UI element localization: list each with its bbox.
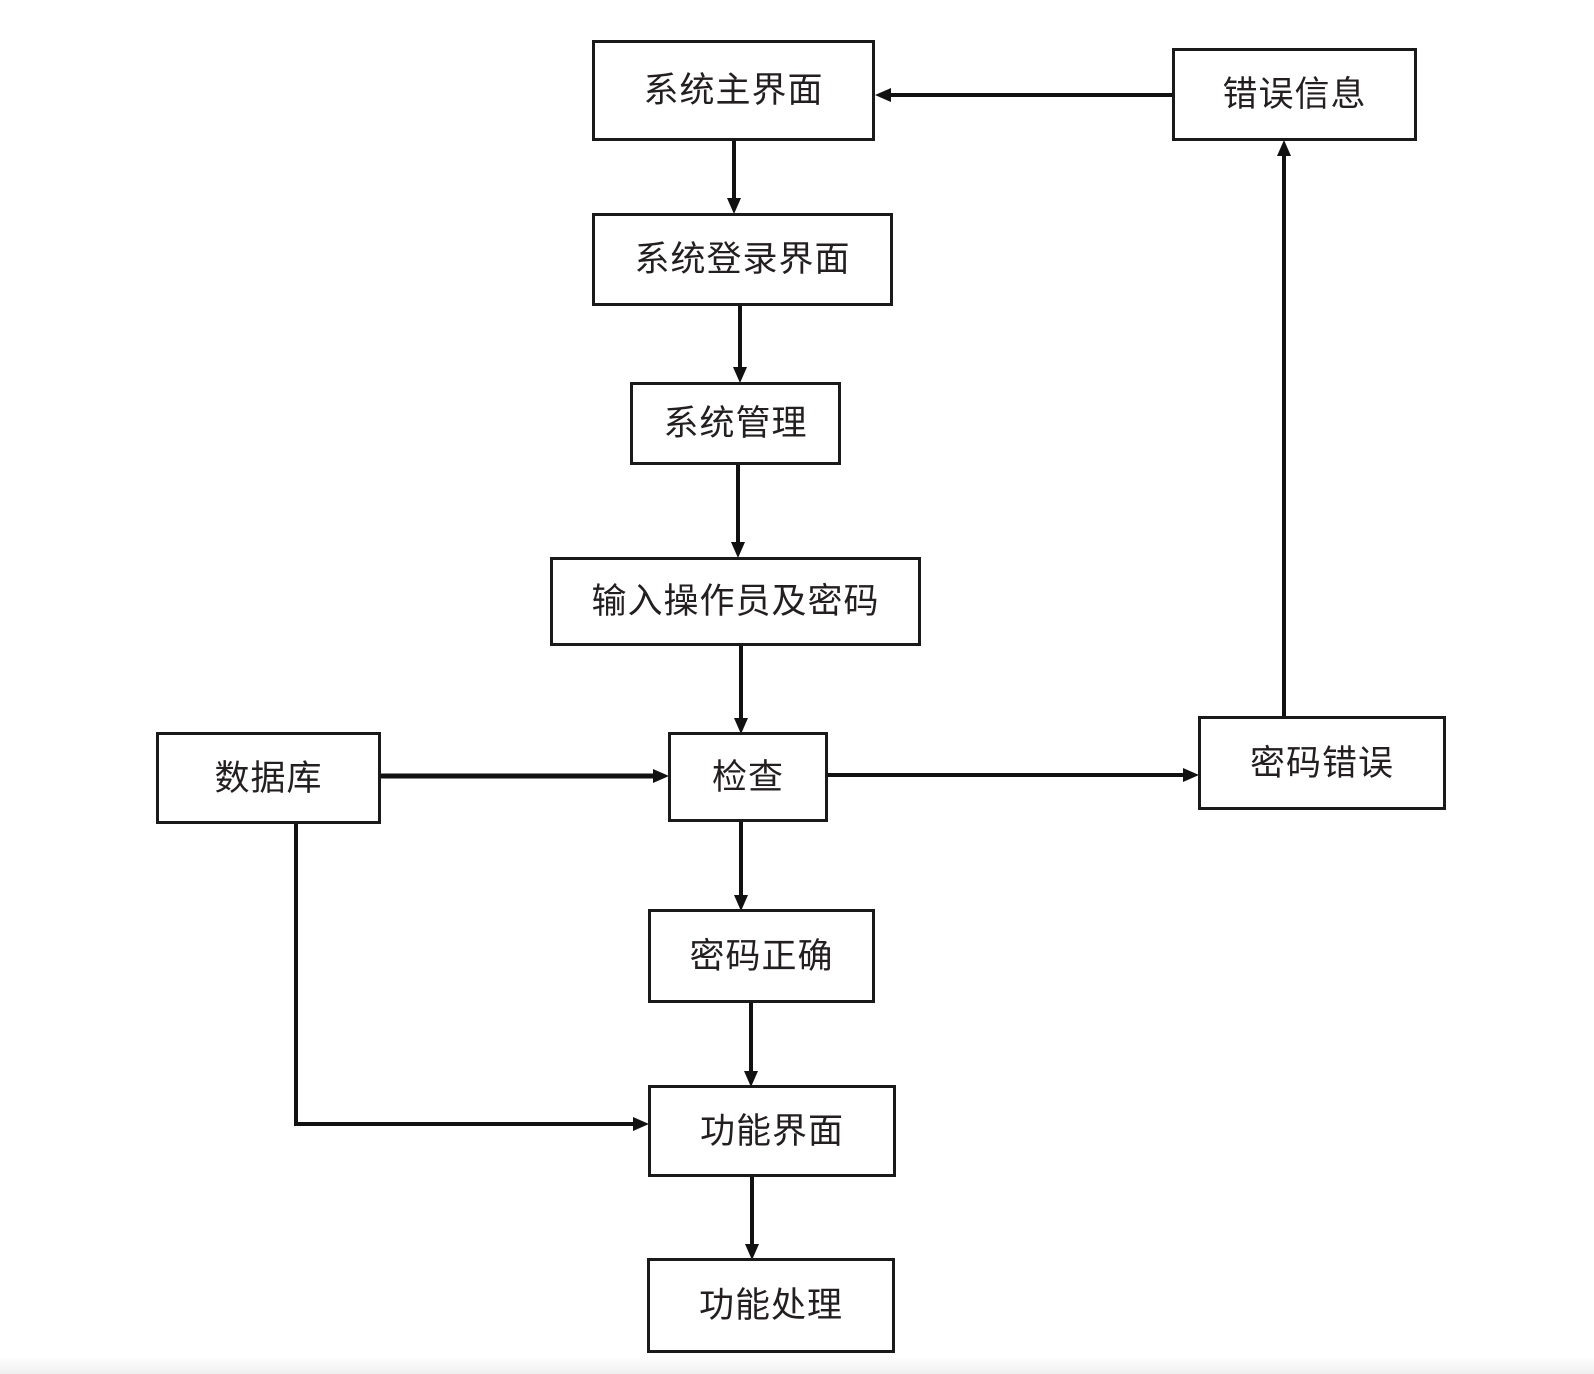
node-func-process-label: 功能处理	[698, 1286, 843, 1325]
node-pwd-wrong-label: 密码错误	[1249, 743, 1394, 783]
node-main-ui-label: 系统主界面	[643, 71, 824, 110]
node-main-ui[interactable]: 系统主界面	[592, 40, 875, 141]
node-database[interactable]: 数据库	[156, 732, 381, 824]
node-error-info-label: 错误信息	[1222, 75, 1367, 114]
node-input-cred[interactable]: 输入操作员及密码	[550, 557, 921, 646]
node-sys-manage-label: 系统管理	[663, 404, 808, 443]
edge-database-to-func-ui	[294, 824, 649, 1131]
node-sys-manage[interactable]: 系统管理	[630, 382, 841, 465]
node-func-ui-label: 功能界面	[699, 1111, 844, 1151]
node-func-ui[interactable]: 功能界面	[648, 1085, 896, 1177]
node-check-label: 检查	[711, 757, 784, 797]
node-pwd-wrong[interactable]: 密码错误	[1198, 716, 1446, 810]
node-login-ui[interactable]: 系统登录界面	[592, 213, 893, 306]
node-func-process[interactable]: 功能处理	[647, 1258, 895, 1353]
node-input-cred-label: 输入操作员及密码	[591, 582, 880, 621]
node-pwd-correct[interactable]: 密码正确	[648, 909, 875, 1003]
node-error-info[interactable]: 错误信息	[1172, 48, 1417, 141]
node-login-ui-label: 系统登录界面	[634, 240, 851, 279]
node-check[interactable]: 检查	[668, 732, 828, 822]
node-pwd-correct-label: 密码正确	[689, 936, 834, 976]
node-database-label: 数据库	[214, 758, 323, 798]
page-bottom-edge	[0, 1356, 1594, 1374]
